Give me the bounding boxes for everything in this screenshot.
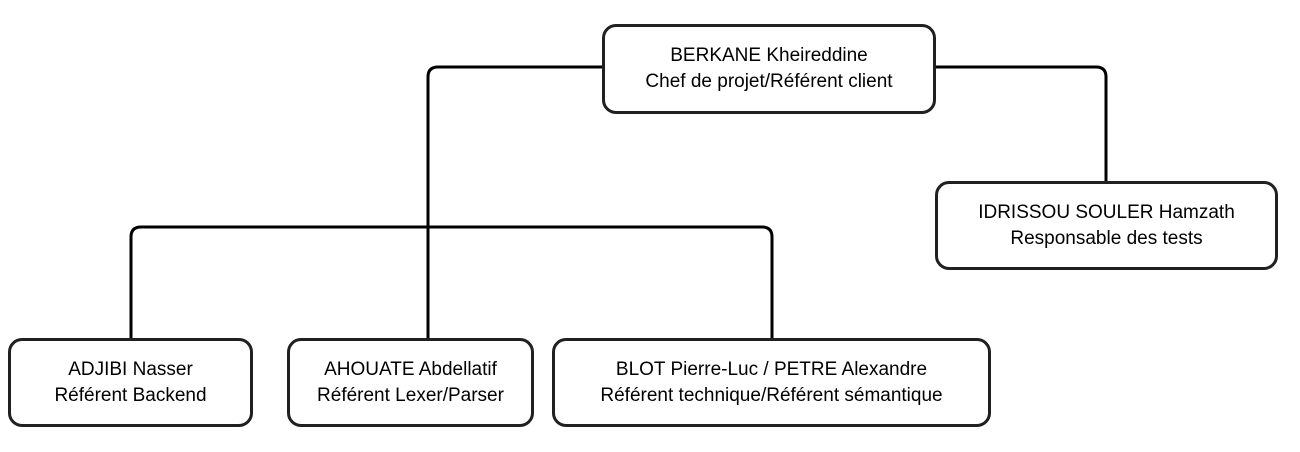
connector-chef-tech	[428, 225, 774, 338]
node-name: BLOT Pierre-Luc / PETRE Alexandre	[615, 358, 928, 380]
node-name: ADJIBI Nasser	[68, 358, 193, 380]
node-role: Responsable des tests	[1010, 227, 1203, 249]
connector-chef-backend	[129, 225, 428, 338]
node-role: Référent technique/Référent sémantique	[600, 384, 943, 406]
node-name: AHOUATE Abdellatif	[324, 358, 497, 380]
connector-chef-lexer	[426, 65, 602, 338]
connector-chef-tests	[936, 65, 1108, 181]
node-chef-de-projet: BERKANE Kheireddine Chef de projet/Référ…	[602, 24, 936, 114]
node-name: IDRISSOU SOULER Hamzath	[978, 201, 1235, 223]
node-responsable-tests: IDRISSOU SOULER Hamzath Responsable des …	[935, 181, 1278, 270]
node-name: BERKANE Kheireddine	[670, 45, 868, 66]
node-role: Chef de projet/Référent client	[645, 71, 893, 92]
node-referent-backend: ADJIBI Nasser Référent Backend	[8, 338, 253, 427]
node-role: Référent Lexer/Parser	[317, 384, 504, 406]
node-referent-lexer-parser: AHOUATE Abdellatif Référent Lexer/Parser	[287, 338, 534, 427]
node-role: Référent Backend	[54, 384, 207, 406]
node-referent-technique-semantique: BLOT Pierre-Luc / PETRE Alexandre Référe…	[552, 338, 991, 427]
